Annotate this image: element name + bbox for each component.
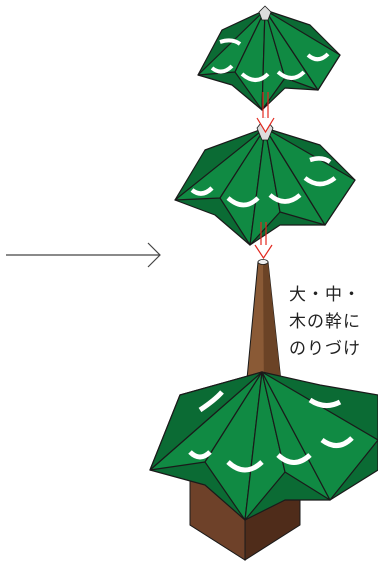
tree-tier-small <box>197 5 341 111</box>
instruction-line-3: のりづけ <box>289 339 361 359</box>
direction-arrow <box>6 242 161 268</box>
assembly-arrow-top <box>256 92 275 134</box>
instruction-line-1: 大・中・ <box>289 285 361 305</box>
assembly-arrow-middle <box>254 222 273 260</box>
tree-tier-large <box>149 371 378 521</box>
instruction-line-2: 木の幹に <box>289 312 361 332</box>
tree-tier-medium <box>174 117 356 246</box>
